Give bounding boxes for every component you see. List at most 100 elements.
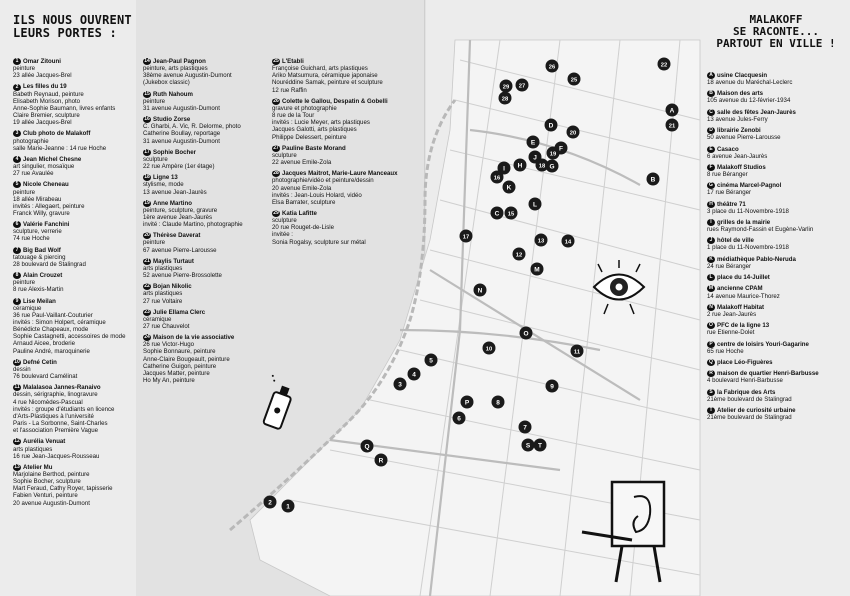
map-marker-13[interactable]: 13 bbox=[534, 233, 548, 247]
legend-letter-badge: B bbox=[707, 90, 715, 98]
venue-detail: 52 avenue Pierre-Brossolette bbox=[143, 272, 222, 280]
map-marker-8[interactable]: 8 bbox=[491, 395, 505, 409]
svg-text:K: K bbox=[507, 184, 512, 191]
map-marker-14[interactable]: 14 bbox=[561, 234, 575, 248]
map-marker-B[interactable]: B bbox=[646, 172, 660, 186]
map-marker-17[interactable]: 17 bbox=[459, 229, 473, 243]
map-marker-O[interactable]: O bbox=[519, 326, 533, 340]
map-marker-12[interactable]: 12 bbox=[512, 247, 526, 261]
legend-address: rues Raymond-Fassin et Eugène-Varlin bbox=[707, 226, 814, 234]
map-marker-16[interactable]: 16 bbox=[490, 170, 504, 184]
map-marker-S[interactable]: S bbox=[521, 438, 535, 452]
venue-detail: céramique bbox=[13, 304, 42, 312]
venue-number-badge: 3 bbox=[13, 130, 21, 138]
map-marker-P[interactable]: P bbox=[460, 395, 474, 409]
map-marker-26[interactable]: 26 bbox=[545, 59, 559, 73]
venue-detail: d'Arts-Plastiques à l'université bbox=[13, 412, 94, 420]
venue-name: Nicole Cheneau bbox=[23, 181, 69, 189]
map-marker-25[interactable]: 25 bbox=[567, 72, 581, 86]
map-marker-J[interactable]: J bbox=[528, 150, 542, 164]
map-marker-4[interactable]: 4 bbox=[407, 367, 421, 381]
map-marker-28[interactable]: 28 bbox=[498, 91, 512, 105]
venue-detail: Fabien Venturi, peinture bbox=[13, 492, 78, 500]
map-marker-3[interactable]: 3 bbox=[393, 377, 407, 391]
map-marker-5[interactable]: 5 bbox=[424, 353, 438, 367]
venue-name: Les filles du 19 bbox=[23, 83, 67, 91]
map-marker-D[interactable]: D bbox=[544, 118, 558, 132]
map-marker-A[interactable]: A bbox=[665, 103, 679, 117]
legend-place-name: hôtel de ville bbox=[717, 237, 754, 245]
svg-text:25: 25 bbox=[571, 77, 578, 83]
spray-can-icon bbox=[262, 374, 292, 430]
venue-detail: Jacques Matter, peinture bbox=[143, 369, 210, 377]
venue-detail: céramique bbox=[143, 315, 172, 323]
map-marker-F[interactable]: F bbox=[554, 141, 568, 155]
map-marker-G[interactable]: G bbox=[545, 159, 559, 173]
map-marker-15[interactable]: 15 bbox=[504, 206, 518, 220]
legend-letter-badge: F bbox=[707, 163, 715, 171]
venue-detail: Sophie Bocher, sculpture bbox=[13, 478, 81, 486]
map-marker-I[interactable]: I bbox=[497, 161, 511, 175]
map-marker-7[interactable]: 7 bbox=[518, 420, 532, 434]
venue-detail: 13 avenue Jean-Jaurès bbox=[143, 188, 207, 196]
legend-address: 21ème boulevard de Stalingrad bbox=[707, 414, 792, 422]
legend-address: 14 avenue Maurice-Thorez bbox=[707, 292, 780, 300]
map-marker-C[interactable]: C bbox=[490, 206, 504, 220]
map-marker-2[interactable]: 2 bbox=[263, 495, 277, 509]
venue-name: Katia Lafitte bbox=[282, 209, 317, 217]
venue-detail: 76 boulevard Camélinat bbox=[13, 373, 78, 381]
legend-address: 50 avenue Pierre-Larousse bbox=[707, 134, 781, 142]
venue-detail: photographie bbox=[13, 137, 49, 145]
map-marker-22[interactable]: 22 bbox=[657, 57, 671, 71]
map-marker-10[interactable]: 10 bbox=[482, 341, 496, 355]
map-marker-6[interactable]: 6 bbox=[452, 411, 466, 425]
map-marker-L[interactable]: L bbox=[528, 197, 542, 211]
venue-detail: 1ère avenue Jean-Jaurès bbox=[143, 213, 213, 221]
map-marker-9[interactable]: 9 bbox=[545, 379, 559, 393]
map-marker-N[interactable]: N bbox=[473, 283, 487, 297]
legend-place-name: maison de quartier Henri-Barbusse bbox=[717, 370, 819, 378]
map-marker-E[interactable]: E bbox=[526, 135, 540, 149]
venue-detail: Bénédicte Chapeaux, mode bbox=[13, 326, 89, 334]
venue-detail: 28 boulevard de Stalingrad bbox=[13, 260, 86, 268]
map-marker-H[interactable]: H bbox=[513, 158, 527, 172]
venue-detail: arts plastiques bbox=[13, 445, 53, 453]
map-marker-21[interactable]: 21 bbox=[665, 118, 679, 132]
legend-place-name: place Léo-Figuères bbox=[717, 358, 773, 366]
venue-detail: Elsa Barrater, sculpture bbox=[272, 198, 336, 206]
map-marker-R[interactable]: R bbox=[374, 453, 388, 467]
legend-address: 65 rue Hoche bbox=[707, 347, 744, 355]
map-marker-29[interactable]: 29 bbox=[499, 79, 513, 93]
venue-detail: Sophie Castagnetti, accessoires de mode bbox=[13, 333, 126, 341]
venue-name: Club photo de Malakoff bbox=[23, 130, 91, 138]
map-marker-20[interactable]: 20 bbox=[566, 125, 580, 139]
map-marker-27[interactable]: 27 bbox=[515, 78, 529, 92]
map-marker-1[interactable]: 1 bbox=[281, 499, 295, 513]
map-marker-T[interactable]: T bbox=[533, 438, 547, 452]
map-marker-M[interactable]: M bbox=[530, 262, 544, 276]
venue-number-badge: 20 bbox=[143, 232, 151, 240]
map-marker-K[interactable]: K bbox=[502, 180, 516, 194]
map-marker-Q[interactable]: Q bbox=[360, 439, 374, 453]
legend-address: 2 rue Jean-Jaurès bbox=[707, 310, 757, 318]
map-marker-11[interactable]: 11 bbox=[570, 344, 584, 358]
